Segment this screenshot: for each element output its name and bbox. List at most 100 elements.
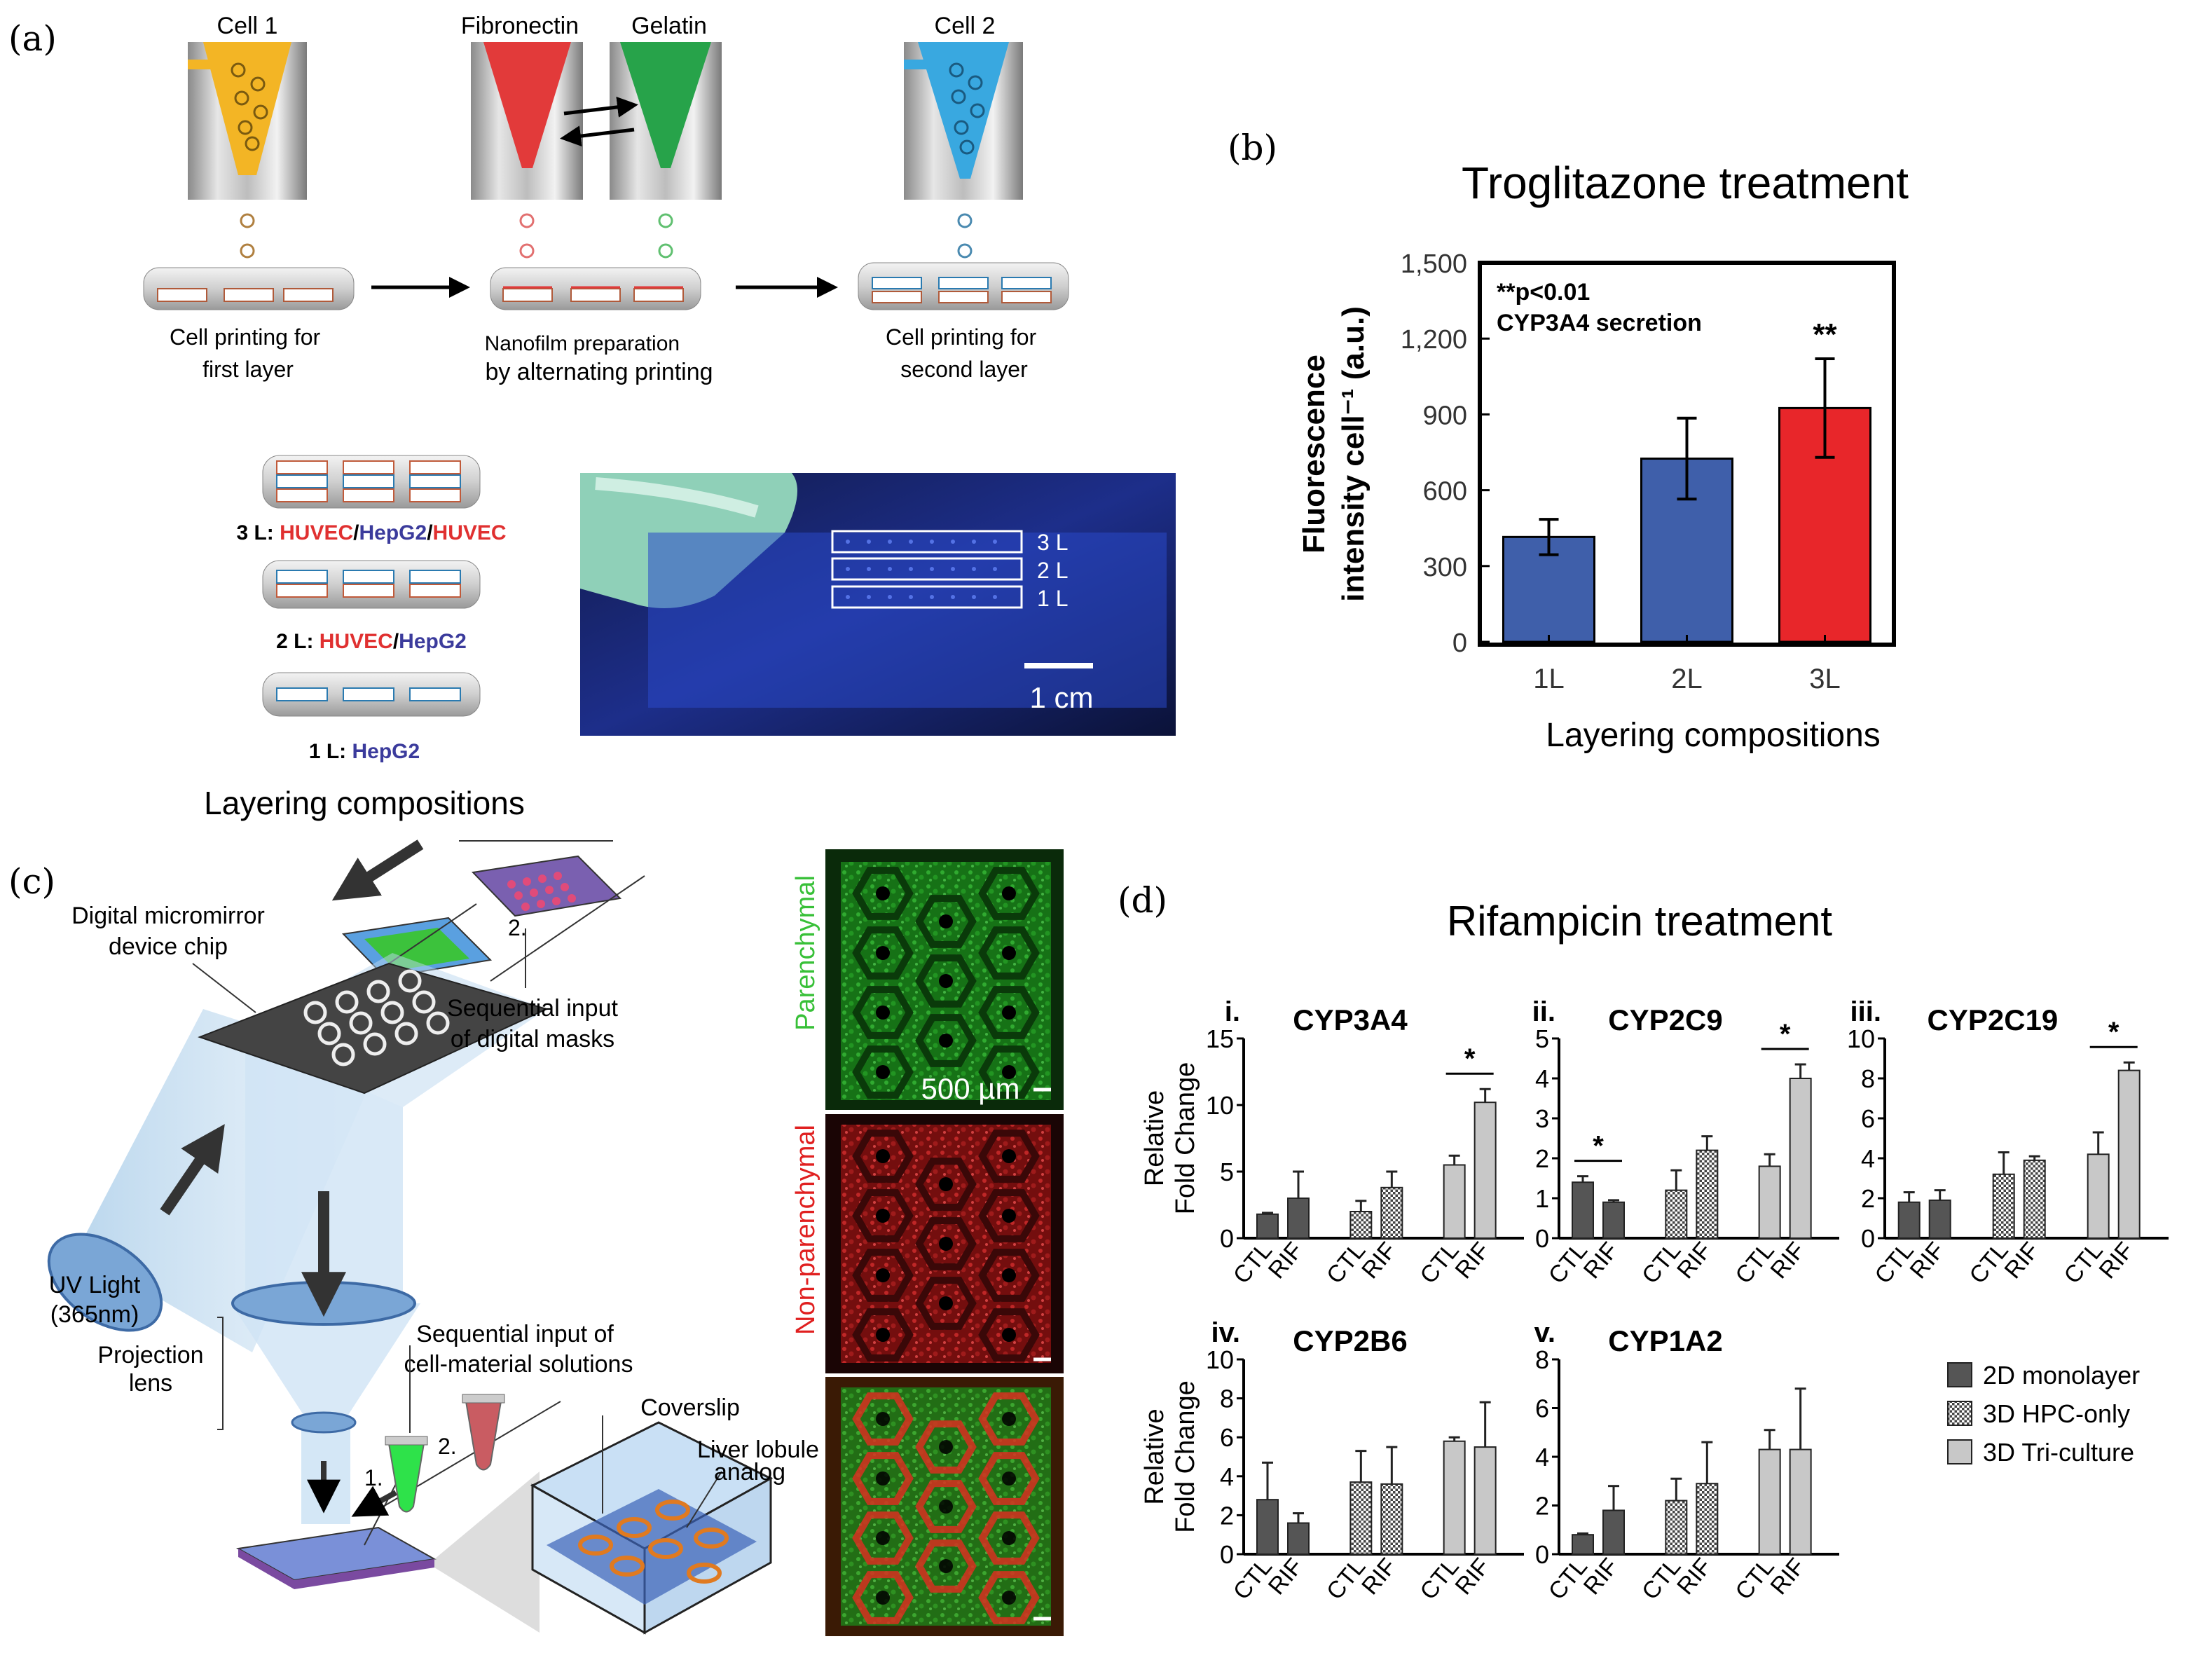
tube-2 xyxy=(462,1394,505,1471)
central-vein xyxy=(1002,1006,1016,1020)
bar xyxy=(1256,1213,1279,1240)
xtick-label: RIF xyxy=(1263,1237,1308,1284)
lobule-hexagon xyxy=(852,867,914,920)
lobule-hexagon xyxy=(978,1392,1040,1446)
bar xyxy=(1443,1440,1466,1556)
uv-light xyxy=(47,1233,163,1332)
bar xyxy=(1602,1509,1625,1555)
nozzle-label-gelatin: Gelatin xyxy=(631,13,707,39)
bar xyxy=(2117,1069,2141,1239)
legend-label-3d-tri: 3D Tri-culture xyxy=(1983,1438,2134,1467)
legend-swatch-3d-tri xyxy=(1947,1439,1972,1464)
central-vein xyxy=(876,886,890,900)
xtick-label: RIF xyxy=(1672,1553,1717,1600)
step2-line1: Nanofilm preparation xyxy=(485,332,680,355)
dmd-chip xyxy=(198,962,549,1095)
central-vein xyxy=(1002,1591,1016,1605)
bar xyxy=(1928,1199,1951,1239)
legend-swatch-2d xyxy=(1947,1362,1972,1387)
bar xyxy=(1349,1481,1373,1555)
photo-label-1l: 1 L xyxy=(1037,586,1068,611)
ytick-label: 5 xyxy=(1535,1024,1549,1053)
ytick-label: 3 xyxy=(1535,1104,1549,1133)
micrograph-label-parenchymal: Parenchymal xyxy=(791,875,820,1031)
bar xyxy=(2087,1153,2110,1240)
central-vein xyxy=(939,1237,953,1251)
lobule-hexagon xyxy=(978,1045,1040,1099)
central-vein xyxy=(876,1209,890,1223)
panel-a: (a) Cell 1 Fibronectin Gelatin xyxy=(8,13,1176,821)
panel-b-ytick-label: 0 xyxy=(1452,629,1467,658)
ytick-label: 2 xyxy=(1535,1492,1549,1521)
chart-ylabel-line: Fold Change xyxy=(1171,1380,1200,1533)
ytick-label: 15 xyxy=(1206,1024,1234,1053)
central-vein xyxy=(1002,1268,1016,1282)
ytick-label: 4 xyxy=(1220,1462,1234,1491)
central-vein xyxy=(939,1500,953,1514)
central-vein xyxy=(1002,1472,1016,1486)
lobule-hexagon xyxy=(978,926,1040,980)
photo-scale-label: 1 cm xyxy=(1029,681,1093,714)
xtick-label: RIF xyxy=(1356,1237,1401,1284)
lobule-hexagon xyxy=(915,1420,977,1474)
central-vein xyxy=(1002,1149,1016,1163)
stack-label-2l: 2 L: HUVEC/HepG2 xyxy=(276,630,467,653)
tube-num-2: 2. xyxy=(438,1434,457,1459)
central-vein xyxy=(939,1296,953,1310)
lobule-hexagon xyxy=(978,1571,1040,1624)
ytick-label: 0 xyxy=(1535,1224,1549,1253)
panel-b-xtick-label: 1L xyxy=(1533,664,1565,694)
stack-1l xyxy=(262,672,481,717)
panel-b-xlabel: Layering compositions xyxy=(1546,717,1881,754)
bar xyxy=(1349,1211,1373,1239)
mask-num-2: 2. xyxy=(508,915,527,940)
nozzle-gelatin xyxy=(610,42,722,259)
significance-star: * xyxy=(1593,1131,1604,1162)
panel-b-xtick-label: 3L xyxy=(1809,664,1841,694)
ytick-label: 6 xyxy=(1220,1423,1234,1452)
xtick-label: RIF xyxy=(1672,1237,1717,1284)
coverslip-box xyxy=(530,1415,774,1635)
micrograph-scale-label: 500 µm xyxy=(921,1072,1020,1105)
bar xyxy=(1992,1173,2015,1240)
central-vein xyxy=(939,914,953,928)
chart-ylabel-line: Relative xyxy=(1140,1408,1169,1504)
central-vein xyxy=(876,1328,890,1342)
panel-label-d: (d) xyxy=(1118,880,1167,921)
panel-d-title: Rifampicin treatment xyxy=(1447,898,1833,945)
micrograph-merge xyxy=(825,1377,1064,1636)
tray-1 xyxy=(143,267,355,310)
xtick-label: RIF xyxy=(1450,1553,1495,1600)
bar xyxy=(1287,1198,1310,1239)
stack-2l xyxy=(262,560,481,609)
bar xyxy=(1758,1448,1781,1555)
lobule-hexagon xyxy=(978,1308,1040,1361)
panel-b-annot2: CYP3A4 secretion xyxy=(1497,310,1702,336)
chart-ylabel-line: Fold Change xyxy=(1171,1062,1200,1215)
subpanel-label: ii. xyxy=(1532,996,1555,1027)
central-vein xyxy=(876,1472,890,1486)
lobule-hexagon xyxy=(852,1249,914,1302)
central-vein xyxy=(939,1177,953,1191)
ytick-label: 0 xyxy=(1861,1224,1875,1253)
lobule-hexagon xyxy=(915,1277,977,1330)
significance-star: * xyxy=(1780,1019,1791,1050)
photo-label-2l: 2 L xyxy=(1037,558,1068,583)
bar xyxy=(1380,1186,1403,1240)
ytick-label: 5 xyxy=(1220,1158,1234,1186)
nozzle-fibronectin xyxy=(471,42,583,259)
lobule-hexagon xyxy=(915,1158,977,1211)
lobule-hexagon xyxy=(978,1189,1040,1242)
panel-d: (d) Rifampicin treatment 051015i.CYP3A4R… xyxy=(1118,880,2169,1605)
lobule-hexagon xyxy=(852,926,914,980)
tube-1 xyxy=(385,1436,428,1513)
projection-beam xyxy=(245,1037,403,1303)
